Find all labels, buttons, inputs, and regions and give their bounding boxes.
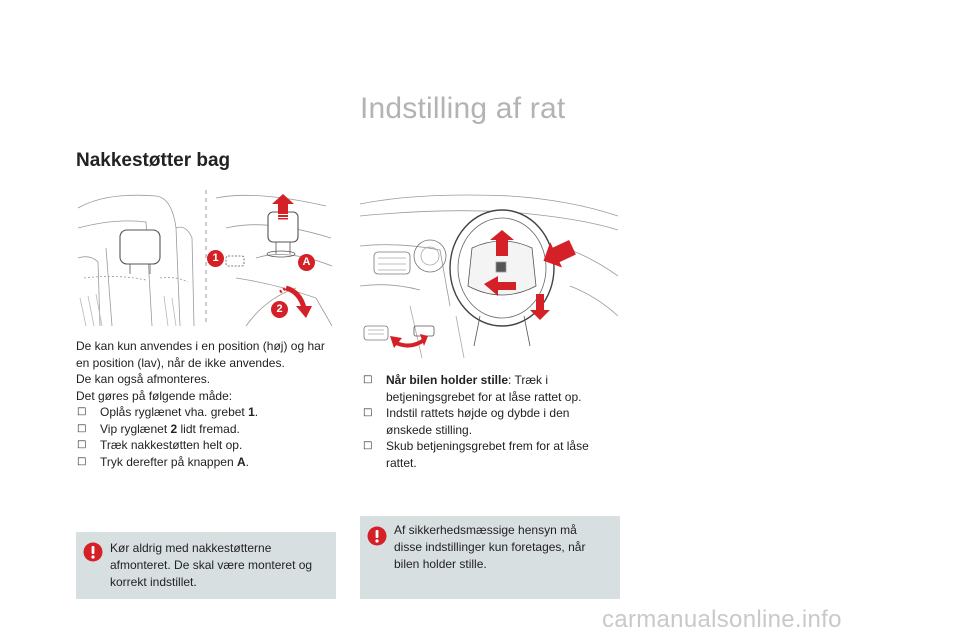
adjust-arrows-icon xyxy=(390,230,576,348)
page-title: Indstilling af rat xyxy=(360,92,566,125)
callout-1: 1 xyxy=(207,250,224,267)
checkbox-icon: □ xyxy=(363,374,373,385)
headrest-drawing xyxy=(77,190,333,327)
warning-text: Af sikkerhedsmæssige hensyn må disse ind… xyxy=(394,523,586,571)
checkbox-icon: □ xyxy=(363,440,373,451)
checkbox-icon: □ xyxy=(77,455,87,467)
warning-icon xyxy=(367,526,387,546)
headrest-illustration: 1 2 A xyxy=(76,188,336,327)
intro-line: De kan også afmonteres. xyxy=(76,372,211,386)
checkbox-icon: □ xyxy=(77,422,87,434)
steering-wheel-illustration xyxy=(359,186,619,359)
intro-line: De kan kun anvendes i en position (høj) … xyxy=(76,339,325,370)
list-item: □Når bilen holder stille: Træk i betjeni… xyxy=(363,373,582,404)
list-item: □Oplås ryglænet vha. grebet 1. xyxy=(77,405,259,419)
warning-box: Kør aldrig med nakkestøtterne afmonteret… xyxy=(76,532,336,599)
list-item: □Tryk derefter på knappen A. xyxy=(77,454,249,469)
checkbox-icon: □ xyxy=(77,406,87,417)
checkbox-icon: □ xyxy=(77,439,87,450)
warning-text: Kør aldrig med nakkestøtterne afmonteret… xyxy=(110,541,313,589)
warning-icon xyxy=(83,542,103,562)
steering-wheel-drawing xyxy=(359,194,619,359)
watermark: carmanualsonline.info xyxy=(602,606,842,633)
checkbox-icon: □ xyxy=(363,407,373,418)
intro-line: Det gøres på følgende måde: xyxy=(76,388,233,403)
callout-2: 2 xyxy=(271,301,288,318)
step-list: □Oplås ryglænet vha. grebet 1. □Vip rygl… xyxy=(76,404,338,470)
section-heading: Nakkestøtter bag xyxy=(76,150,231,171)
list-item: □Vip ryglænet 2 lidt fremad. xyxy=(77,421,240,436)
lift-arrow-icon xyxy=(272,194,294,220)
list-item: □Indstil rattets højde og dybde i den øn… xyxy=(363,406,570,437)
headrest-instructions: De kan kun anvendes i en position (høj) … xyxy=(76,338,338,470)
warning-box: Af sikkerhedsmæssige hensyn må disse ind… xyxy=(360,516,620,599)
list-item: □Skub betjeningsgrebet frem for at låse … xyxy=(363,439,589,470)
tilt-arrow-icon xyxy=(279,285,312,318)
callout-a: A xyxy=(298,254,315,271)
steering-instructions: □Når bilen holder stille: Træk i betjeni… xyxy=(362,372,602,471)
list-item: □Træk nakkestøtten helt op. xyxy=(77,438,243,452)
step-list: □Når bilen holder stille: Træk i betjeni… xyxy=(362,372,602,471)
